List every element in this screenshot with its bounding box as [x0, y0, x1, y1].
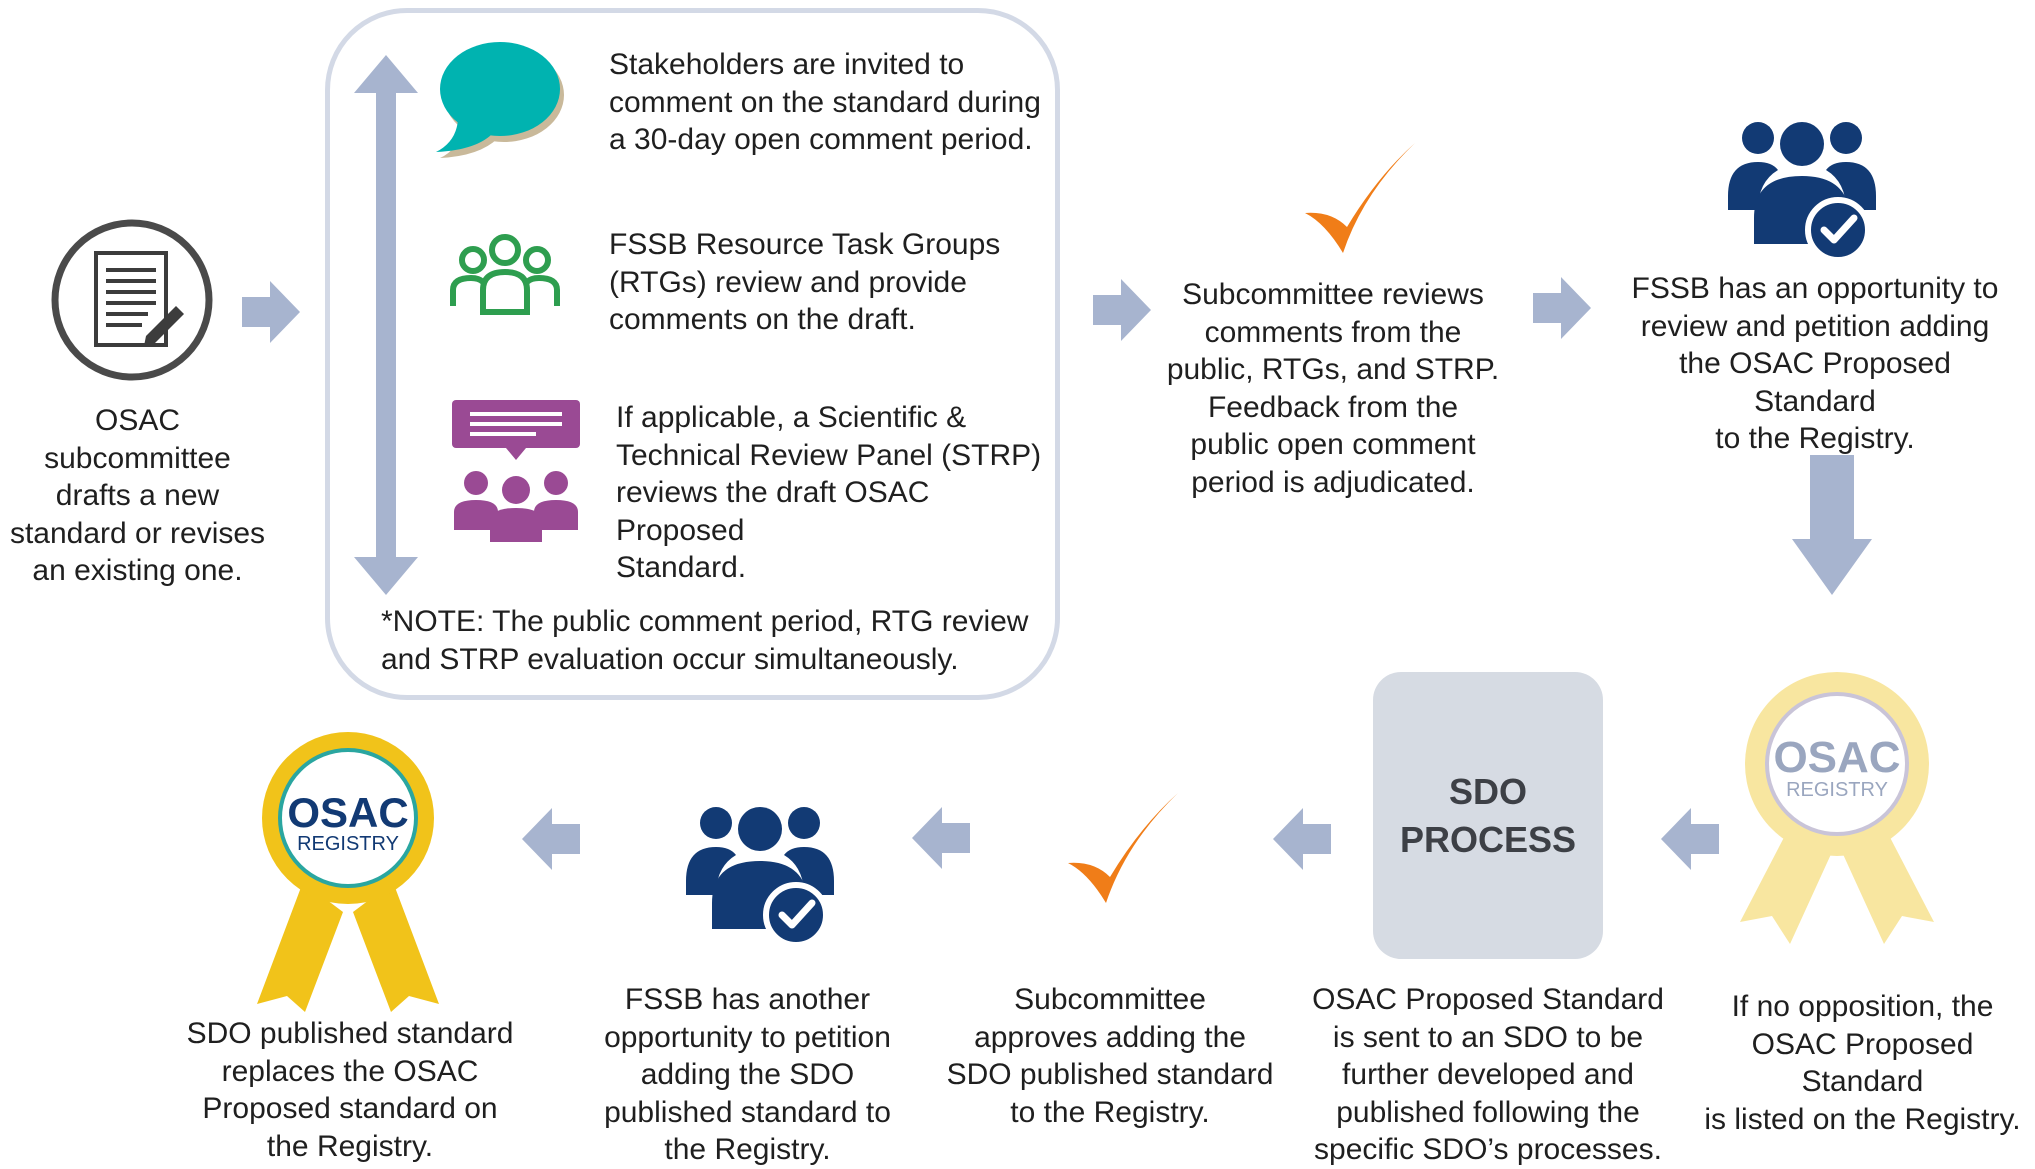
arrow-left-icon: [912, 807, 970, 869]
badge-light-line2: REGISTRY: [1786, 779, 1888, 801]
badge-light-line1: OSAC: [1773, 733, 1900, 782]
step5-text: If no opposition, the OSAC Proposed Stan…: [1704, 990, 2021, 1136]
step6-text: OSAC Proposed Standard is sent to an SDO…: [1312, 983, 1664, 1166]
arrow-right-icon: [1533, 277, 1591, 339]
arrow-left-icon: [1661, 808, 1719, 870]
speech-bubble-icon: [436, 42, 564, 158]
people-group-icon: [450, 234, 560, 315]
step8-text: FSSB has another opportunity to petition…: [604, 983, 891, 1166]
step3-text: Subcommittee reviews comments from the p…: [1166, 278, 1500, 499]
arrow-left-icon: [522, 808, 580, 870]
panel-item-comment: Stakeholders are invited to comment on t…: [609, 48, 1041, 156]
step7-text: Subcommittee approves adding the SDO pub…: [946, 983, 1274, 1129]
step4-text: FSSB has an opportunity to review and pe…: [1631, 272, 1999, 455]
checkmark-icon: [1068, 793, 1178, 903]
users-check-icon: [1728, 122, 1876, 263]
document-edit-icon: [51, 219, 213, 381]
sdo-process-label: SDO PROCESS: [1399, 770, 1577, 860]
users-check-icon: [686, 807, 834, 948]
review-panel: [325, 8, 1060, 700]
arrow-right-icon: [242, 281, 300, 343]
registry-badge-icon: OSAC REGISTRY: [257, 732, 439, 1012]
step1-text: OSAC subcommittee drafts a new standard …: [9, 404, 266, 587]
arrow-left-icon: [1273, 808, 1331, 870]
arrow-down-icon: [1792, 455, 1872, 595]
registry-badge-icon: OSAC REGISTRY: [1740, 672, 1934, 944]
panel-item-strp: If applicable, a Scientific & Technical …: [616, 401, 1042, 584]
arrow-right-icon: [1093, 279, 1151, 341]
panel-note: *NOTE: The public comment period, RTG re…: [381, 605, 1029, 676]
badge-gold-line1: OSAC: [287, 789, 408, 836]
double-arrow-icon: [354, 55, 418, 595]
badge-gold-line2: REGISTRY: [297, 833, 399, 855]
checkmark-icon: [1305, 143, 1415, 253]
sdo-process-box: SDO PROCESS: [1373, 672, 1603, 959]
presentation-panel-icon: [452, 400, 580, 542]
panel-item-rtg: FSSB Resource Task Groups (RTGs) review …: [609, 228, 1001, 336]
step9-text: SDO published standard replaces the OSAC…: [186, 1017, 514, 1163]
